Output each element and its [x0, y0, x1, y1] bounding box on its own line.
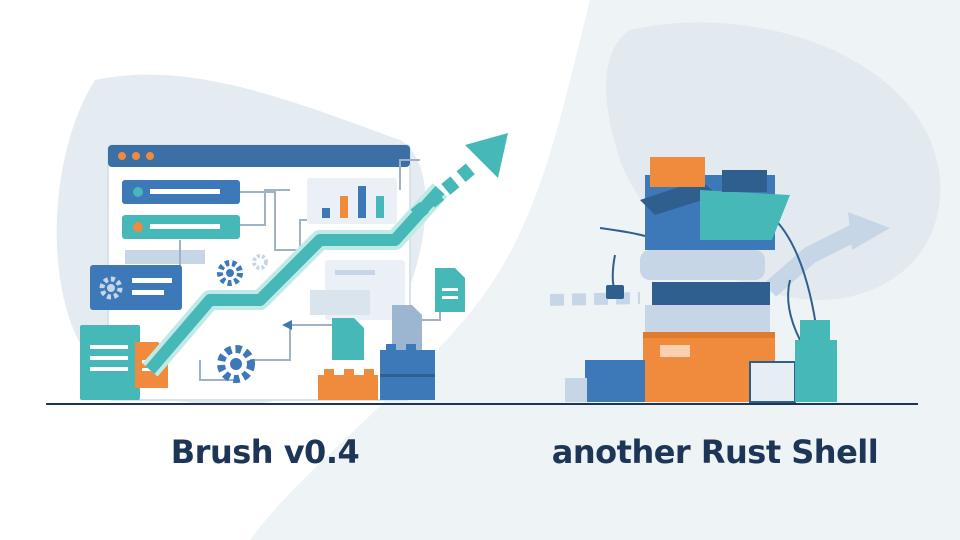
document-icon	[332, 318, 364, 360]
growth-arrow-icon	[142, 133, 508, 377]
gear-icon	[217, 345, 255, 383]
building-block-icon	[380, 344, 435, 400]
plug-icon	[606, 285, 624, 299]
settings-card	[90, 265, 182, 310]
arrowhead	[282, 320, 292, 330]
bar-chart-icon	[307, 178, 397, 224]
caption-right: another Rust Shell	[551, 433, 879, 471]
ui-cards	[122, 180, 240, 264]
gear-icon	[99, 276, 123, 300]
dashed-arrow-icon	[549, 292, 641, 306]
building-block-icon	[795, 320, 837, 402]
gear-icon	[217, 260, 243, 286]
cardboard-box-icon	[749, 361, 796, 403]
document-icon	[435, 268, 465, 312]
document-icon	[392, 305, 422, 350]
cardboard-box-icon	[565, 360, 645, 402]
cardboard-box-icon	[640, 157, 790, 250]
document-icon	[80, 325, 140, 400]
growth-arrow-icon	[764, 212, 890, 297]
building-block-icon	[318, 369, 378, 400]
stacked-layers	[640, 250, 770, 335]
caption-left: Brush v0.4	[170, 433, 360, 471]
gear-icon	[252, 254, 268, 270]
content-card	[310, 260, 405, 320]
